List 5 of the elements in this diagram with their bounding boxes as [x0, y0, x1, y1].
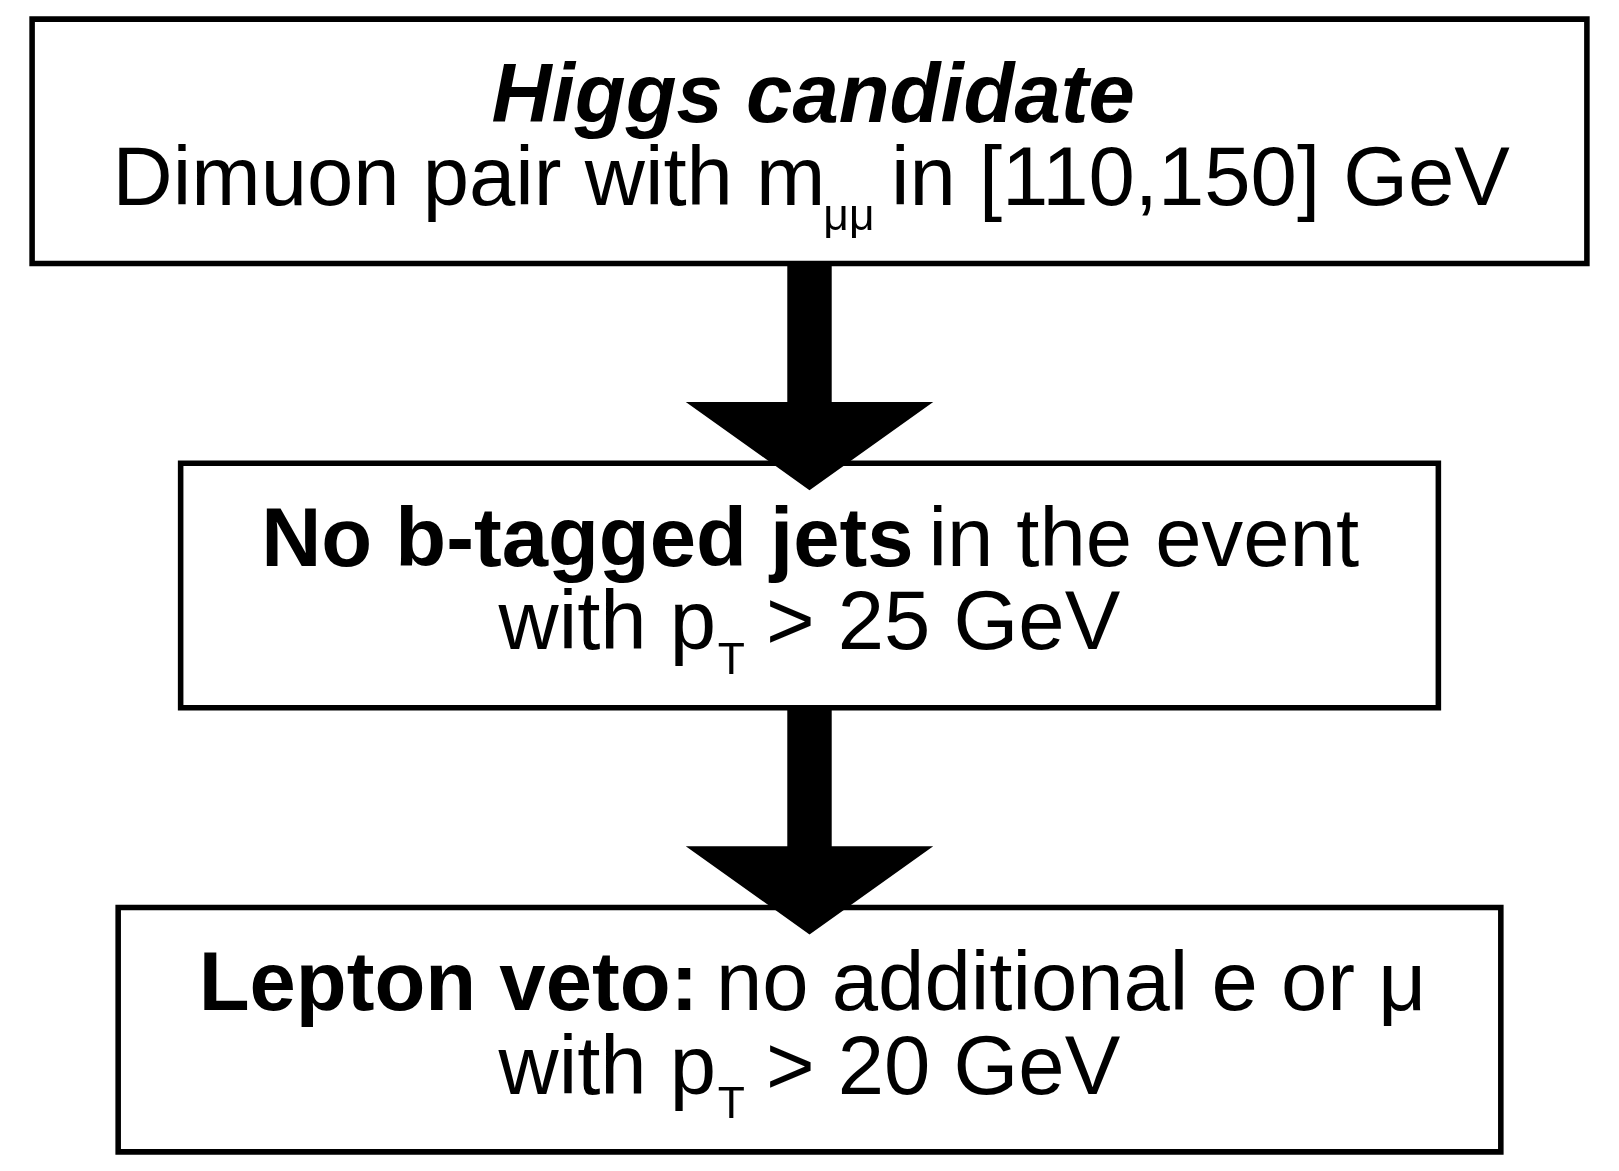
- node-box: No b-tagged jets in the event with p$_{T}$ > 25 GeV: [177, 460, 1442, 711]
- node-box: Lepton veto: no additional e or μ with p$_{T}$ > 20 GeV: [115, 904, 1504, 1155]
- arrow: [685, 708, 934, 935]
- arrow: [685, 263, 934, 491]
- node-box: Higgs candidate Dimuon pair with m$_{μμ}$ in [110,150] GeV: [29, 16, 1590, 267]
